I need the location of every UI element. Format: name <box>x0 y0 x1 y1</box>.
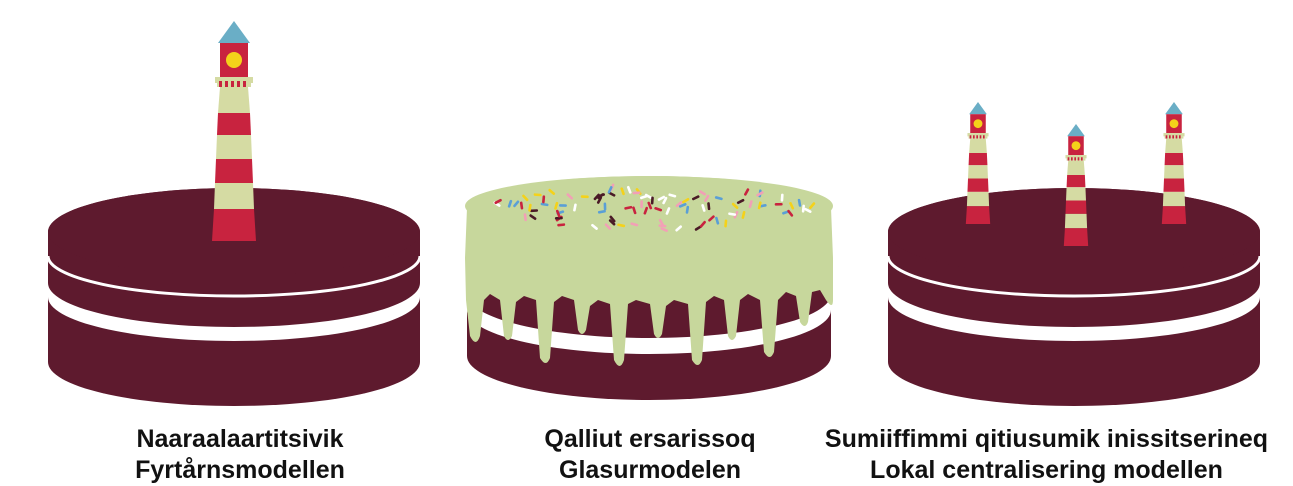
sprinkle <box>530 209 538 212</box>
sprinkle <box>604 203 607 211</box>
cake-models-illustration <box>0 0 1293 420</box>
lighthouse-icon <box>212 21 256 241</box>
cake-lighthouse-model <box>48 21 420 406</box>
sprinkle <box>581 195 589 198</box>
sprinkle <box>632 191 640 194</box>
cake-glaze-model <box>465 176 833 400</box>
cake-local-centralization-model <box>888 102 1260 406</box>
caption-glaze-model: Qalliut ersarissoq Glasurmodelen <box>460 424 840 486</box>
sprinkle <box>775 203 783 206</box>
sprinkle <box>559 204 567 207</box>
label-kalaallisut: Naaraalaartitsivik <box>60 424 420 455</box>
lighthouse-icon <box>966 102 990 224</box>
lighthouse-icon <box>1064 124 1088 246</box>
sprinkle <box>640 200 643 208</box>
sprinkle <box>651 196 654 204</box>
label-kalaallisut: Qalliut ersarissoq <box>460 424 840 455</box>
label-swedish: Glasurmodelen <box>460 455 840 486</box>
lighthouse-icon <box>1162 102 1186 224</box>
label-kalaallisut: Sumiiffimmi qitiusumik inissitserineq <box>800 424 1293 455</box>
sprinkle <box>781 194 784 202</box>
caption-local-centralization-model: Sumiiffimmi qitiusumik inissitserineq Lo… <box>800 424 1293 486</box>
label-swedish: Lokal centralisering modellen <box>800 455 1293 486</box>
caption-lighthouse-model: Naaraalaartitsivik Fyrtårnsmodellen <box>60 424 420 486</box>
label-swedish: Fyrtårnsmodellen <box>60 455 420 486</box>
sprinkle <box>534 193 542 196</box>
